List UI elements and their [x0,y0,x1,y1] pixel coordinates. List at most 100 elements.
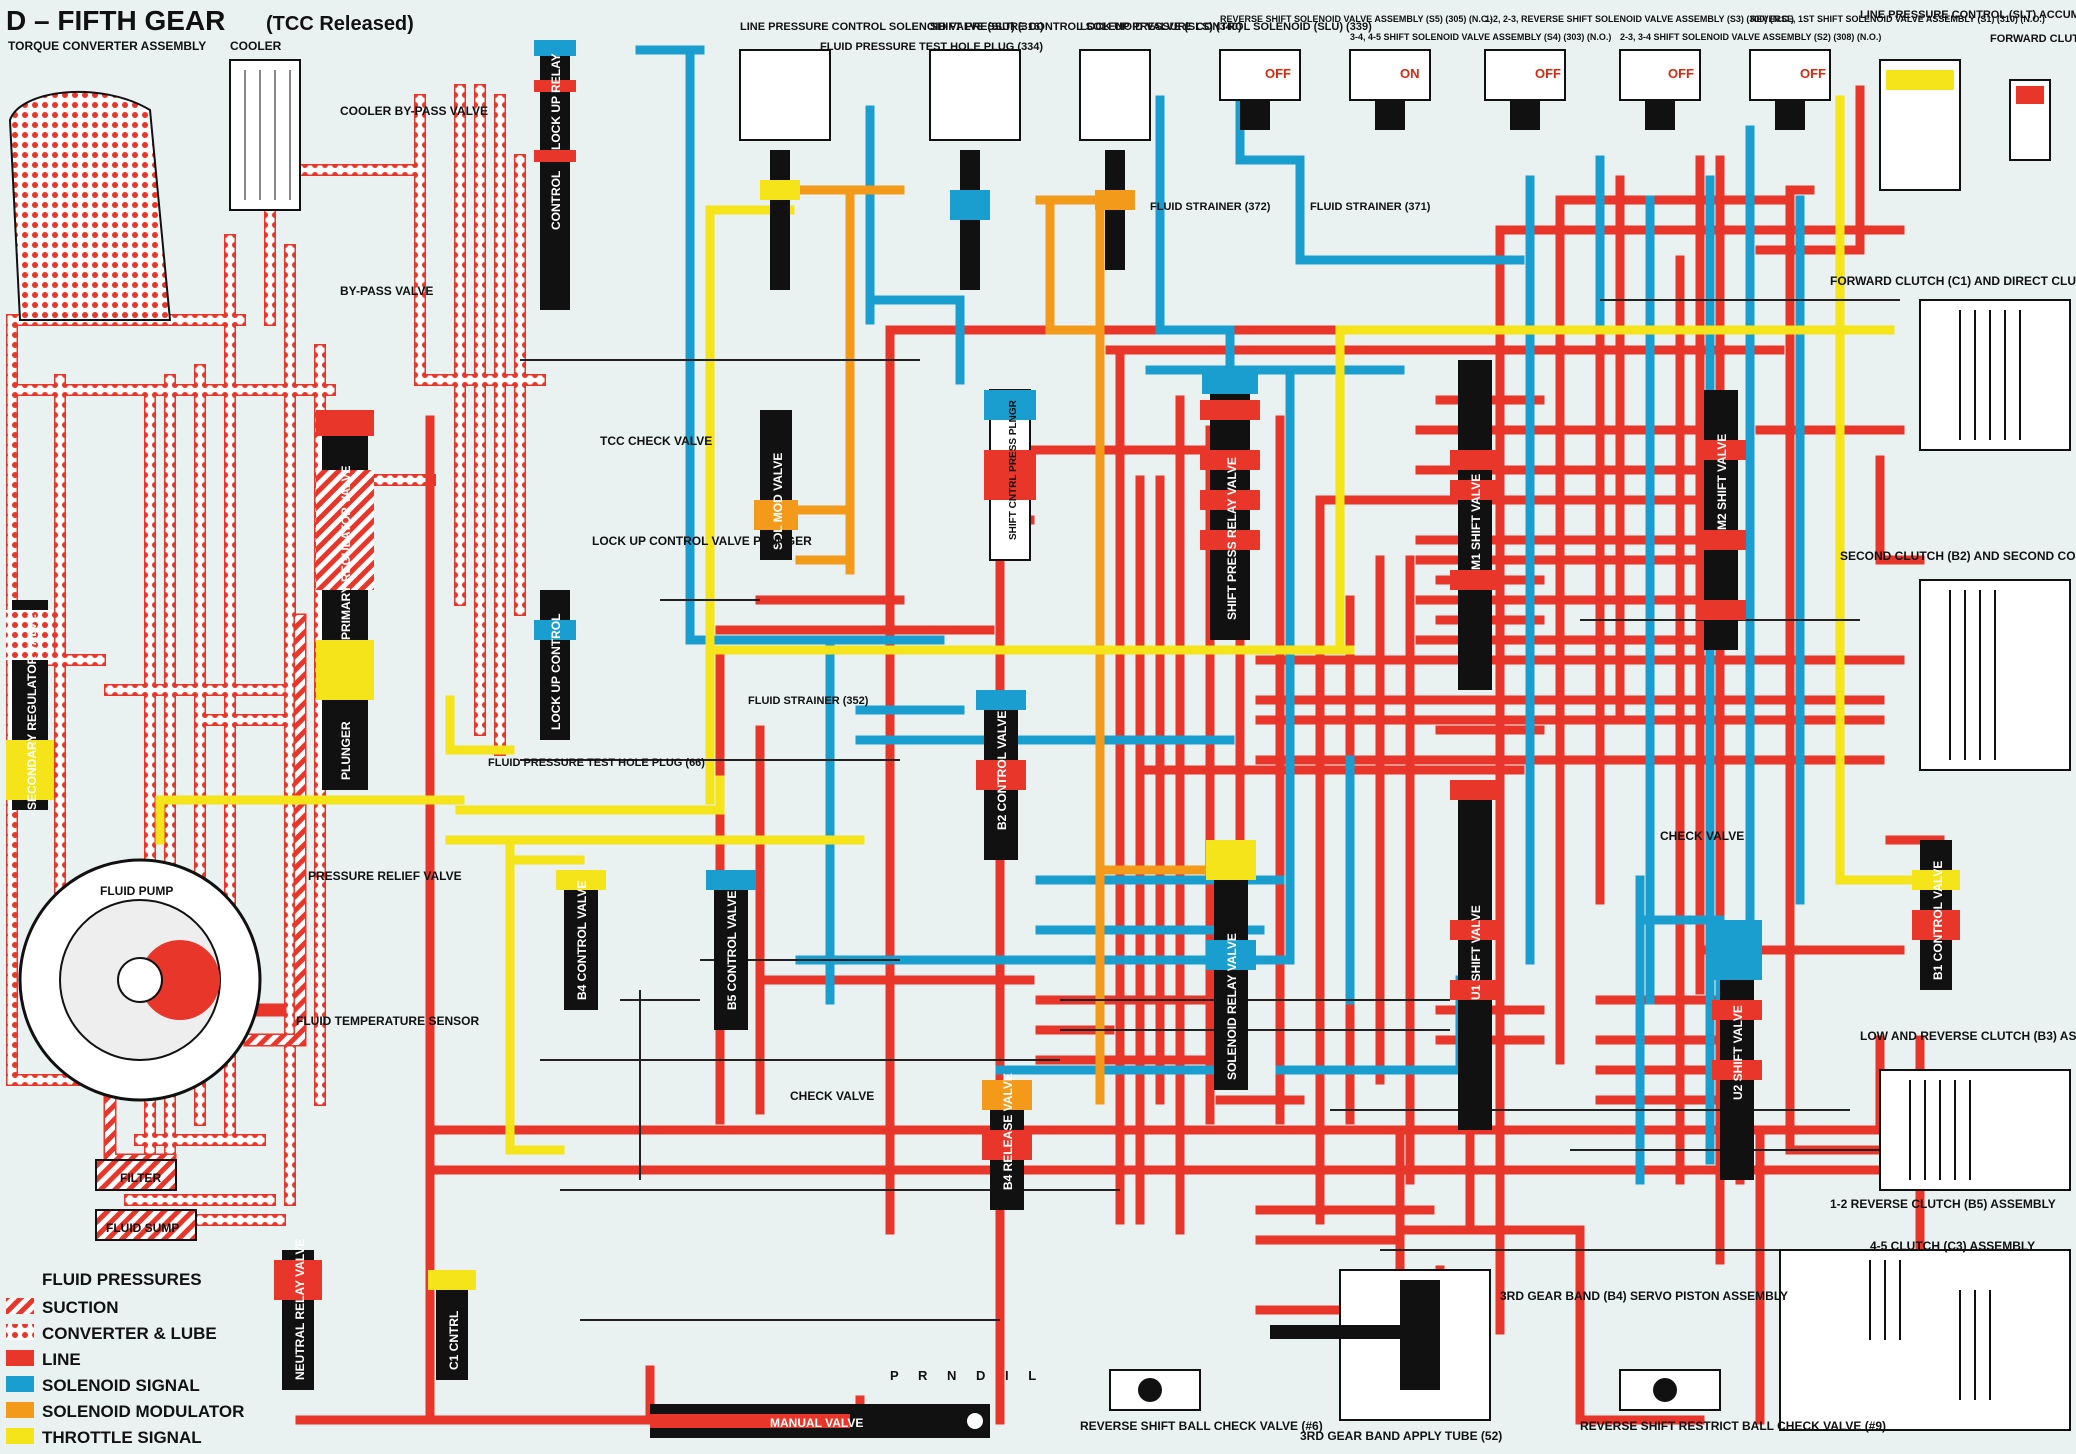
s2-solenoid[interactable]: OFF [1619,49,1701,130]
strainer-352-label: FLUID STRAINER (352) [748,695,869,707]
legend-item-solenoid-signal: SOLENOID SIGNAL [6,1376,200,1395]
b4-control-valve[interactable]: B4 CONTROL VALVE [556,870,606,1010]
torque-converter-label: TORQUE CONVERTER ASSEMBLY [8,39,206,53]
b3-clutch-assembly[interactable] [1879,1069,2071,1191]
c1c2-clutch-assembly[interactable] [1919,299,2071,451]
solenoid-relay-label: SOLENOID RELAY VALVE [1225,933,1239,1080]
relief-label: PRESSURE RELIEF VALVE [308,869,462,883]
test-plug-66-label: FLUID PRESSURE TEST HOLE PLUG (66) [488,757,705,769]
lockup-relay-label: LOCK UP RELAY [549,53,563,150]
b2b1-clutch-assembly[interactable] [1919,579,2071,771]
secondary-regulator-label: SECONDARY REGULATOR VALVE [25,614,39,810]
slt-accumulator-label: LINE PRESSURE CONTROL (SLT) ACCUMULATOR [1860,9,2076,21]
s2-state: OFF [1668,66,1694,81]
sol-mod-valve[interactable]: SOL MOD VALVE [754,410,798,560]
shift-cntrl-press-plunger[interactable]: SHIFT CNTRL PRESS PLNGR [984,389,1036,561]
tcc-check-label: TCC CHECK VALVE [600,434,712,448]
slu-solenoid[interactable] [1079,49,1151,270]
rev-shift-ball-label: REVERSE SHIFT BALL CHECK VALVE (#6) [1080,1419,1323,1433]
prndl-label: P R N D I L [890,1368,1044,1383]
s1-label: REVERSE, 1ST SHIFT SOLENOID VALVE ASSEMB… [1750,14,2045,24]
b4-release-valve[interactable]: B4 RELEASE VALVE [982,1073,1032,1210]
fluid-sump-label: FLUID SUMP [106,1221,179,1235]
b5-control-valve[interactable]: B5 CONTROL VALVE [706,870,756,1030]
diagram-title: D – FIFTH GEAR [6,5,225,36]
lockup-relay-valve[interactable]: CONTROL LOCK UP RELAY [534,40,576,310]
primary-regulator-valve[interactable]: PRIMARY REGULATOR VALVE PLUNGER [316,410,374,790]
u2-shift-valve[interactable]: U2 SHIFT VALVE [1712,920,1762,1180]
filter-label: FILTER [120,1171,161,1185]
band-servo[interactable] [1270,1269,1491,1421]
b5c3-clutch-assembly[interactable] [1779,1249,2071,1431]
diagram-subtitle: (TCC Released) [266,13,414,35]
sls-solenoid[interactable] [929,49,1021,290]
c1-cntrl-valve[interactable]: C1 CNTRL [428,1270,476,1380]
lockup-control-plunger-label: LOCK UP CONTROL VALVE PLUNGER [592,534,812,548]
fluid-sump[interactable] [95,1209,197,1241]
lockup-control-top-label: CONTROL [549,171,563,230]
temp-sensor-label: FLUID TEMPERATURE SENSOR [296,1014,479,1028]
band-servo-label: 3RD GEAR BAND (B4) SERVO PISTON ASSEMBLY [1500,1289,1788,1303]
s4-label: 3-4, 4-5 SHIFT SOLENOID VALVE ASSEMBLY (… [1350,32,1611,42]
throttle-signal-circuits [155,95,1935,1155]
legend-label-solenoid-modulator: SOLENOID MODULATOR [42,1402,244,1421]
exhaust-lines [520,299,1900,1321]
shift-cntrl-label: SHIFT CNTRL PRESS PLNGR [1008,399,1019,540]
m2-shift-label: M2 SHIFT VALVE [1715,434,1729,530]
slt-label: LINE PRESSURE CONTROL SOLENOID VALVE (SL… [740,21,1044,33]
solenoid-relay-valve[interactable]: SOLENOID RELAY VALVE [1206,840,1256,1090]
legend-label-throttle: THROTTLE SIGNAL [42,1428,202,1447]
s3-solenoid[interactable]: OFF [1484,49,1566,130]
c1-cntrl-label: C1 CNTRL [447,1311,461,1370]
u1-shift-valve[interactable]: U1 SHIFT VALVE [1450,780,1500,1130]
strainer-372-label: FLUID STRAINER (372) [1150,201,1271,213]
reverse-shift-ball-check[interactable] [1109,1369,1201,1411]
neutral-relay-valve[interactable]: NEUTRAL RELAY VALVE [274,1239,322,1390]
b5-label: 1-2 REVERSE CLUTCH (B5) ASSEMBLY [1830,1197,2056,1211]
secondary-regulator-valve[interactable]: SECONDARY REGULATOR VALVE [6,600,54,810]
s4-solenoid[interactable]: ON [1349,49,1431,130]
valve-bodies: CONTROL LOCK UP RELAY LOCK UP CONTROL PR… [6,40,2071,1438]
torque-converter[interactable] [8,90,172,321]
manual-valve[interactable]: MANUAL VALVE [650,1404,990,1438]
shift-press-relay-valve[interactable]: SHIFT PRESS RELAY VALVE [1200,370,1260,640]
s1-solenoid[interactable]: OFF [1749,49,1831,130]
component-labels: TORQUE CONVERTER ASSEMBLY COOLER COOLER … [8,9,2076,1443]
s1-state: OFF [1800,66,1826,81]
solenoid-signal-circuits [635,45,1805,1185]
legend-item-line: LINE [6,1350,81,1369]
lockup-control-valve[interactable]: LOCK UP CONTROL [534,590,576,740]
cooler[interactable] [229,59,301,211]
b4-release-label: B4 RELEASE VALVE [1001,1073,1015,1190]
c1-accumulator[interactable] [2009,79,2051,161]
s5-state: OFF [1265,66,1291,81]
m1-shift-valve[interactable]: M1 SHIFT VALVE [1450,360,1500,690]
s5-solenoid[interactable]: OFF [1219,49,1301,130]
band-tube-label: 3RD GEAR BAND APPLY TUBE (52) [1300,1429,1502,1443]
slt-accumulator[interactable] [1879,59,1961,191]
m1-shift-label: M1 SHIFT VALVE [1469,474,1483,570]
b1-control-valve[interactable]: B1 CONTROL VALVE [1912,840,1960,990]
legend-label-solenoid-signal: SOLENOID SIGNAL [42,1376,200,1395]
c1c2-label: FORWARD CLUTCH (C1) AND DIRECT CLUTCH (C… [1830,274,2076,288]
filter[interactable] [95,1159,177,1191]
s3-label: 1-2, 2-3, REVERSE SHIFT SOLENOID VALVE A… [1485,14,1794,24]
u2-shift-label: U2 SHIFT VALVE [1731,1005,1745,1100]
legend: FLUID PRESSURES SUCTION CONVERTER & LUBE… [6,1270,244,1447]
fluid-pump[interactable] [18,858,262,1102]
m2-shift-valve[interactable]: M2 SHIFT VALVE [1696,390,1746,650]
c3-label: 4-5 CLUTCH (C3) ASSEMBLY [1870,1239,2035,1253]
manual-valve-label: MANUAL VALVE [770,1416,863,1430]
b2-control-valve[interactable]: B2 CONTROL VALVE [976,690,1026,860]
primary-regulator-label: PRIMARY REGULATOR VALVE [339,466,353,640]
u1-shift-label: U1 SHIFT VALVE [1469,905,1483,1000]
b3-label: LOW AND REVERSE CLUTCH (B3) ASSEMBLY [1860,1029,2076,1043]
legend-item-converter: CONVERTER & LUBE [6,1324,217,1343]
reverse-restrict-ball-check[interactable] [1619,1369,1721,1411]
check-valve-label: CHECK VALVE [790,1089,874,1103]
slt-solenoid[interactable] [739,49,831,290]
b2-control-label: B2 CONTROL VALVE [995,711,1009,830]
cooler-bypass-label: COOLER BY-PASS VALVE [340,104,488,118]
